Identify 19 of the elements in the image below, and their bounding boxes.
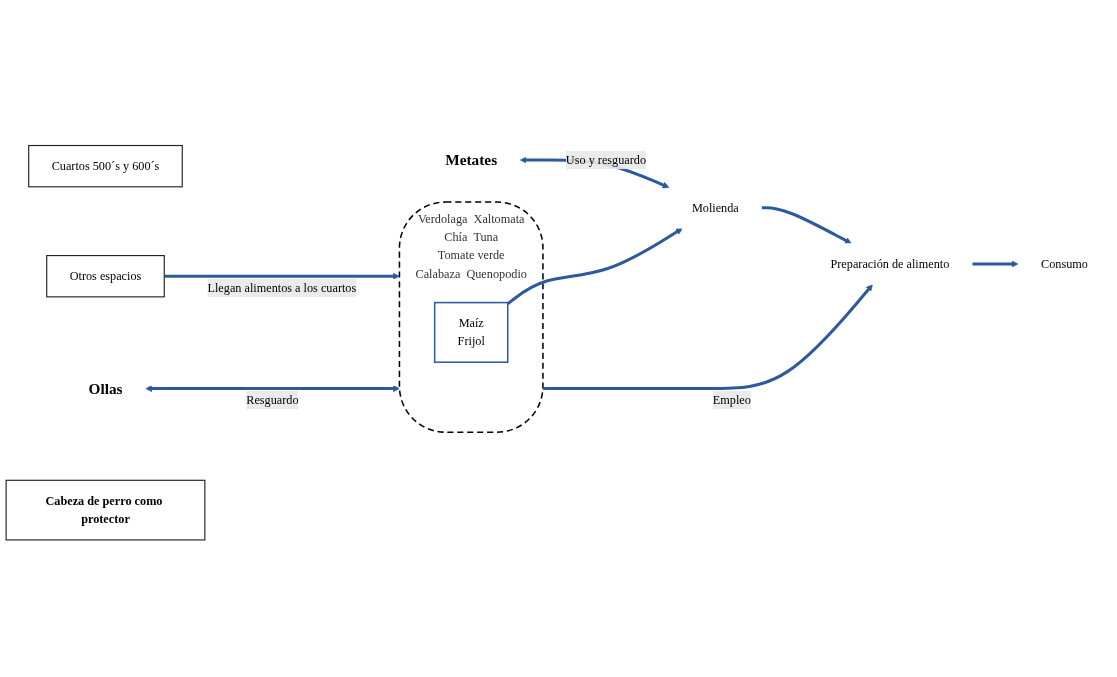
- edge-label: Llegan alimentos a los cuartos: [207, 280, 357, 294]
- edge-label: Uso y resguardo: [565, 153, 647, 167]
- arrow: [972, 260, 1019, 268]
- edge-label: Resguardo: [246, 393, 299, 407]
- node-text: Preparación de alimento: [830, 257, 950, 271]
- node-box: Cabeza de perro como protector: [5, 479, 206, 541]
- arrow: [164, 272, 400, 280]
- arrow: [145, 385, 400, 392]
- node-text: Consumo: [1041, 257, 1088, 271]
- edge-label: Empleo: [712, 393, 751, 407]
- arrow: [761, 206, 852, 244]
- arrow: [542, 284, 873, 391]
- node-box: Maíz Frijol: [433, 301, 509, 363]
- node-box: Cuartos 500´s y 600´s: [28, 144, 183, 188]
- node-text: Ollas: [88, 380, 123, 397]
- arrow: [506, 228, 683, 305]
- node-box: Otros espacios: [46, 255, 165, 298]
- node-text: Metates: [445, 151, 498, 169]
- node-text: Molienda: [691, 200, 739, 214]
